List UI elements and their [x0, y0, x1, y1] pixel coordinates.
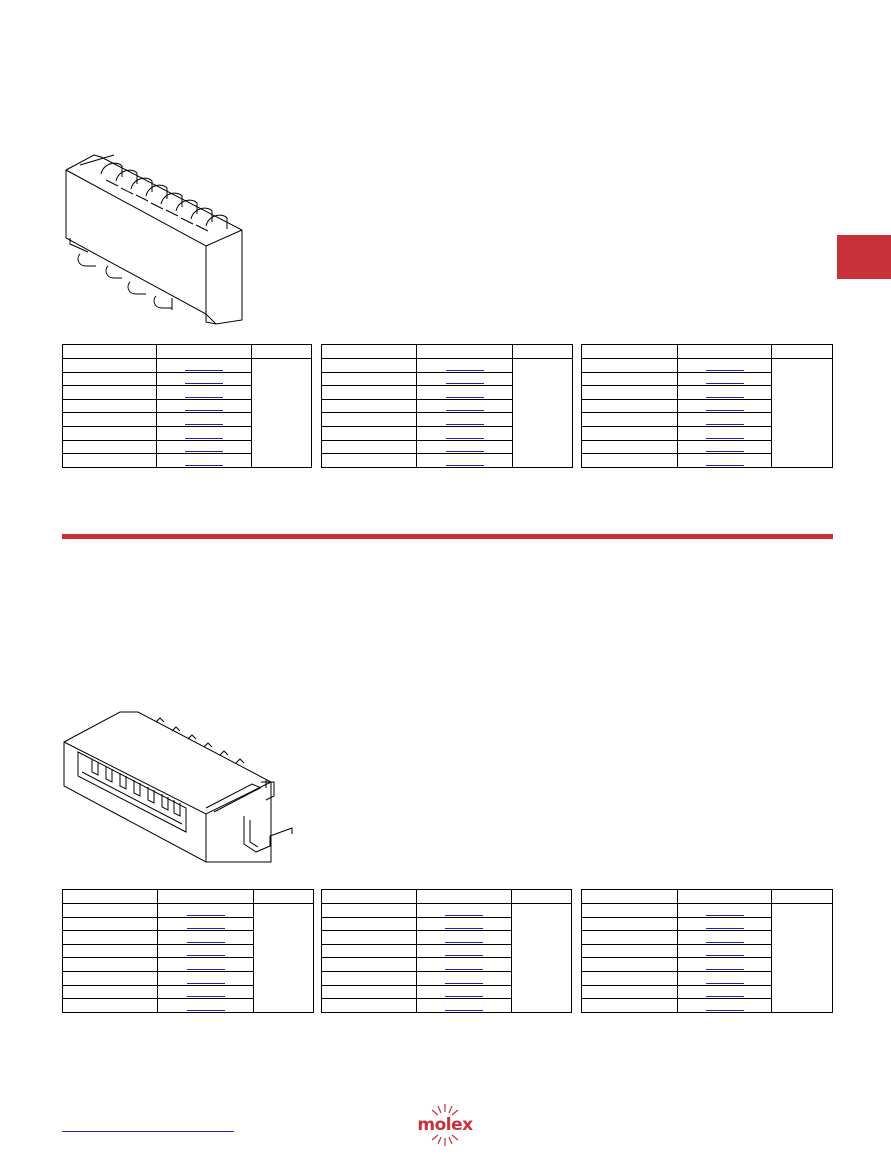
section-divider	[62, 534, 833, 539]
section-side-tab	[837, 235, 891, 279]
part-number-link[interactable]	[705, 960, 744, 970]
part-number-link[interactable]	[186, 933, 225, 943]
table-row	[321, 916, 572, 932]
part-number-link[interactable]	[705, 429, 744, 439]
part-table-top-3	[581, 344, 833, 468]
table-row	[62, 453, 312, 468]
part-number-link[interactable]	[445, 388, 484, 398]
table-row	[321, 398, 573, 414]
part-number-link[interactable]	[445, 401, 484, 412]
part-number-link[interactable]	[705, 442, 744, 453]
part-number-link[interactable]	[186, 974, 225, 984]
part-number-link[interactable]	[445, 374, 484, 385]
table-row	[321, 425, 573, 441]
table-row	[581, 425, 833, 441]
part-number-link[interactable]	[705, 946, 744, 957]
part-number-link[interactable]	[705, 919, 744, 930]
molex-logo-icon	[431, 1104, 459, 1146]
part-number-link[interactable]	[445, 442, 484, 453]
section-divider-fill	[62, 534, 833, 539]
footer-web-link[interactable]	[62, 1131, 234, 1132]
connector-drawing-right-angle	[63, 711, 293, 863]
connector-drawing-vertical	[65, 154, 243, 325]
part-number-link[interactable]	[705, 974, 744, 984]
table-row	[581, 943, 833, 959]
part-number-link[interactable]	[186, 987, 225, 998]
part-number-link[interactable]	[445, 960, 483, 970]
part-number-link[interactable]	[705, 361, 744, 371]
part-number-link[interactable]	[185, 388, 223, 398]
part-number-link[interactable]	[445, 906, 483, 916]
part-number-link[interactable]	[445, 361, 484, 371]
part-number-link[interactable]	[705, 401, 744, 412]
part-number-link[interactable]	[705, 456, 744, 466]
part-number-link[interactable]	[705, 1001, 744, 1011]
part-number-link[interactable]	[185, 429, 223, 439]
table-row	[321, 984, 572, 1000]
part-number-link[interactable]	[445, 429, 484, 439]
part-number-link[interactable]	[705, 906, 744, 916]
table-row	[321, 358, 573, 468]
part-number-link[interactable]	[445, 987, 483, 998]
table-header-row	[62, 889, 314, 904]
table-row	[62, 970, 314, 986]
table-row	[321, 970, 572, 986]
table-row	[321, 998, 572, 1013]
table-header-row	[581, 889, 833, 904]
part-table-top-2	[321, 344, 573, 468]
table-row	[581, 358, 833, 468]
table-row	[581, 930, 833, 945]
part-number-link[interactable]	[705, 388, 744, 398]
table-row	[581, 903, 833, 1013]
table-row	[581, 998, 833, 1013]
table-row	[581, 371, 833, 387]
table-header-row	[581, 344, 833, 359]
table-row	[581, 398, 833, 414]
part-number-link[interactable]	[185, 456, 223, 466]
part-number-link[interactable]	[186, 919, 225, 930]
table-header-row	[321, 889, 572, 904]
part-number-link[interactable]	[186, 946, 225, 957]
table-row	[321, 903, 572, 1013]
table-row	[62, 903, 314, 1013]
part-number-link[interactable]	[186, 960, 225, 970]
part-number-link[interactable]	[445, 946, 483, 957]
table-row	[321, 453, 573, 468]
part-number-link[interactable]	[185, 442, 223, 453]
table-header-row	[62, 344, 312, 359]
part-table-bottom-3	[581, 889, 833, 1013]
part-number-link[interactable]	[705, 415, 744, 425]
part-number-link[interactable]	[705, 933, 744, 943]
part-number-link[interactable]	[186, 906, 225, 916]
part-table-bottom-1	[62, 889, 314, 1013]
part-number-link[interactable]	[185, 374, 223, 385]
molex-logo: molex	[410, 1103, 480, 1147]
side-tab-fill	[837, 235, 891, 279]
part-number-link[interactable]	[185, 415, 223, 425]
table-row	[581, 385, 833, 400]
part-number-link[interactable]	[445, 1001, 483, 1011]
part-number-link[interactable]	[445, 415, 484, 425]
table-row	[321, 957, 572, 972]
part-table-top-1	[62, 344, 312, 468]
table-header-row	[321, 344, 573, 359]
molex-logo-text: molex	[417, 1115, 473, 1135]
table-row	[581, 957, 833, 972]
part-number-link[interactable]	[185, 401, 223, 412]
table-row	[581, 916, 833, 932]
part-number-link[interactable]	[705, 987, 744, 998]
table-row	[62, 358, 312, 468]
part-number-link[interactable]	[185, 361, 223, 371]
part-number-link[interactable]	[186, 1001, 225, 1011]
table-row	[581, 453, 833, 468]
table-row	[62, 998, 314, 1013]
part-number-link[interactable]	[445, 933, 483, 943]
table-row	[62, 371, 312, 387]
part-number-link[interactable]	[705, 374, 744, 385]
part-number-link[interactable]	[445, 456, 484, 466]
part-table-bottom-2	[321, 889, 572, 1013]
part-number-link[interactable]	[445, 919, 483, 930]
part-number-link[interactable]	[445, 974, 483, 984]
